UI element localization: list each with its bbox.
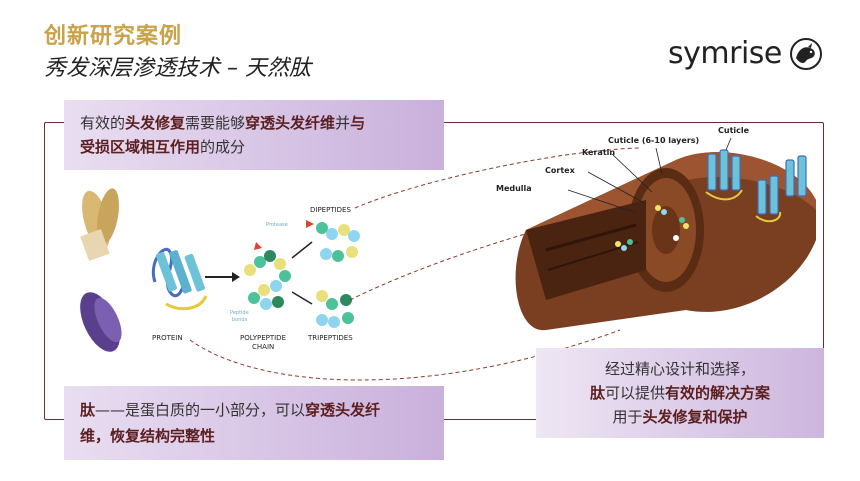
wheat-image <box>80 188 119 261</box>
dipeptides-cluster <box>306 220 360 262</box>
lupin-flower-image <box>80 292 122 352</box>
right-info-box: 经过精心设计和选择， 肽可以提供有效的解决方案 用于头发修复和保护 <box>536 348 824 438</box>
right-info-line-2: 肽可以提供有效的解决方案 <box>589 384 771 402</box>
brand-logo: symrise <box>668 36 822 71</box>
dipeptides-label: DIPEPTIDES <box>310 206 351 214</box>
right-info-line-3: 用于头发修复和保护 <box>612 408 748 426</box>
page-subtitle: 秀发深层渗透技术 – 天然肽 <box>44 56 311 81</box>
page-title: 创新研究案例 <box>44 24 183 49</box>
medulla-label: Medulla <box>496 184 532 193</box>
cortex-label: Cortex <box>545 166 575 175</box>
protein-label: PROTEIN <box>152 334 183 342</box>
top-info-line-1: 有效的头发修复需要能够穿透头发纤维并与 <box>80 114 366 132</box>
bottom-info-box: 肽——是蛋白质的一小部分，可以穿透头发纤 维，恢复结构完整性 <box>64 386 444 460</box>
peptide-diagram: PROTEIN POLYPEPTIDE CHAIN DIPEPTIDES TRI… <box>80 188 360 352</box>
bottom-info-line-1: 肽——是蛋白质的一小部分，可以穿透头发纤 <box>80 401 381 419</box>
polypeptide-chain <box>244 242 291 310</box>
keratin-label: Keratin <box>582 148 616 157</box>
tripeptides-label: TRIPEPTIDES <box>307 334 353 342</box>
bottom-info-line-2: 维，恢复结构完整性 <box>80 427 216 445</box>
cuticle-layers-label: Cuticle (6-10 layers) <box>608 136 700 145</box>
hair-fiber-diagram <box>515 137 816 331</box>
protein-structure <box>151 248 208 311</box>
cuticle-label: Cuticle <box>718 126 750 135</box>
top-info-line-2: 受损区域相互作用的成分 <box>80 138 246 156</box>
brand-name: symrise <box>668 36 782 71</box>
tripeptides-cluster <box>316 290 354 328</box>
right-info-line-1: 经过精心设计和选择， <box>604 360 755 378</box>
polypeptide-label-2: CHAIN <box>252 343 274 351</box>
dragon-seal-icon <box>789 37 822 70</box>
top-info-box: 有效的头发修复需要能够穿透头发纤维并与 受损区域相互作用的成分 <box>64 100 444 170</box>
peptide-bonds-label-1: Peptide <box>230 310 249 316</box>
polypeptide-label-1: POLYPEPTIDE <box>240 334 286 342</box>
peptide-bonds-label-2: bonds <box>232 317 248 323</box>
protease-label: Protease <box>266 222 288 228</box>
